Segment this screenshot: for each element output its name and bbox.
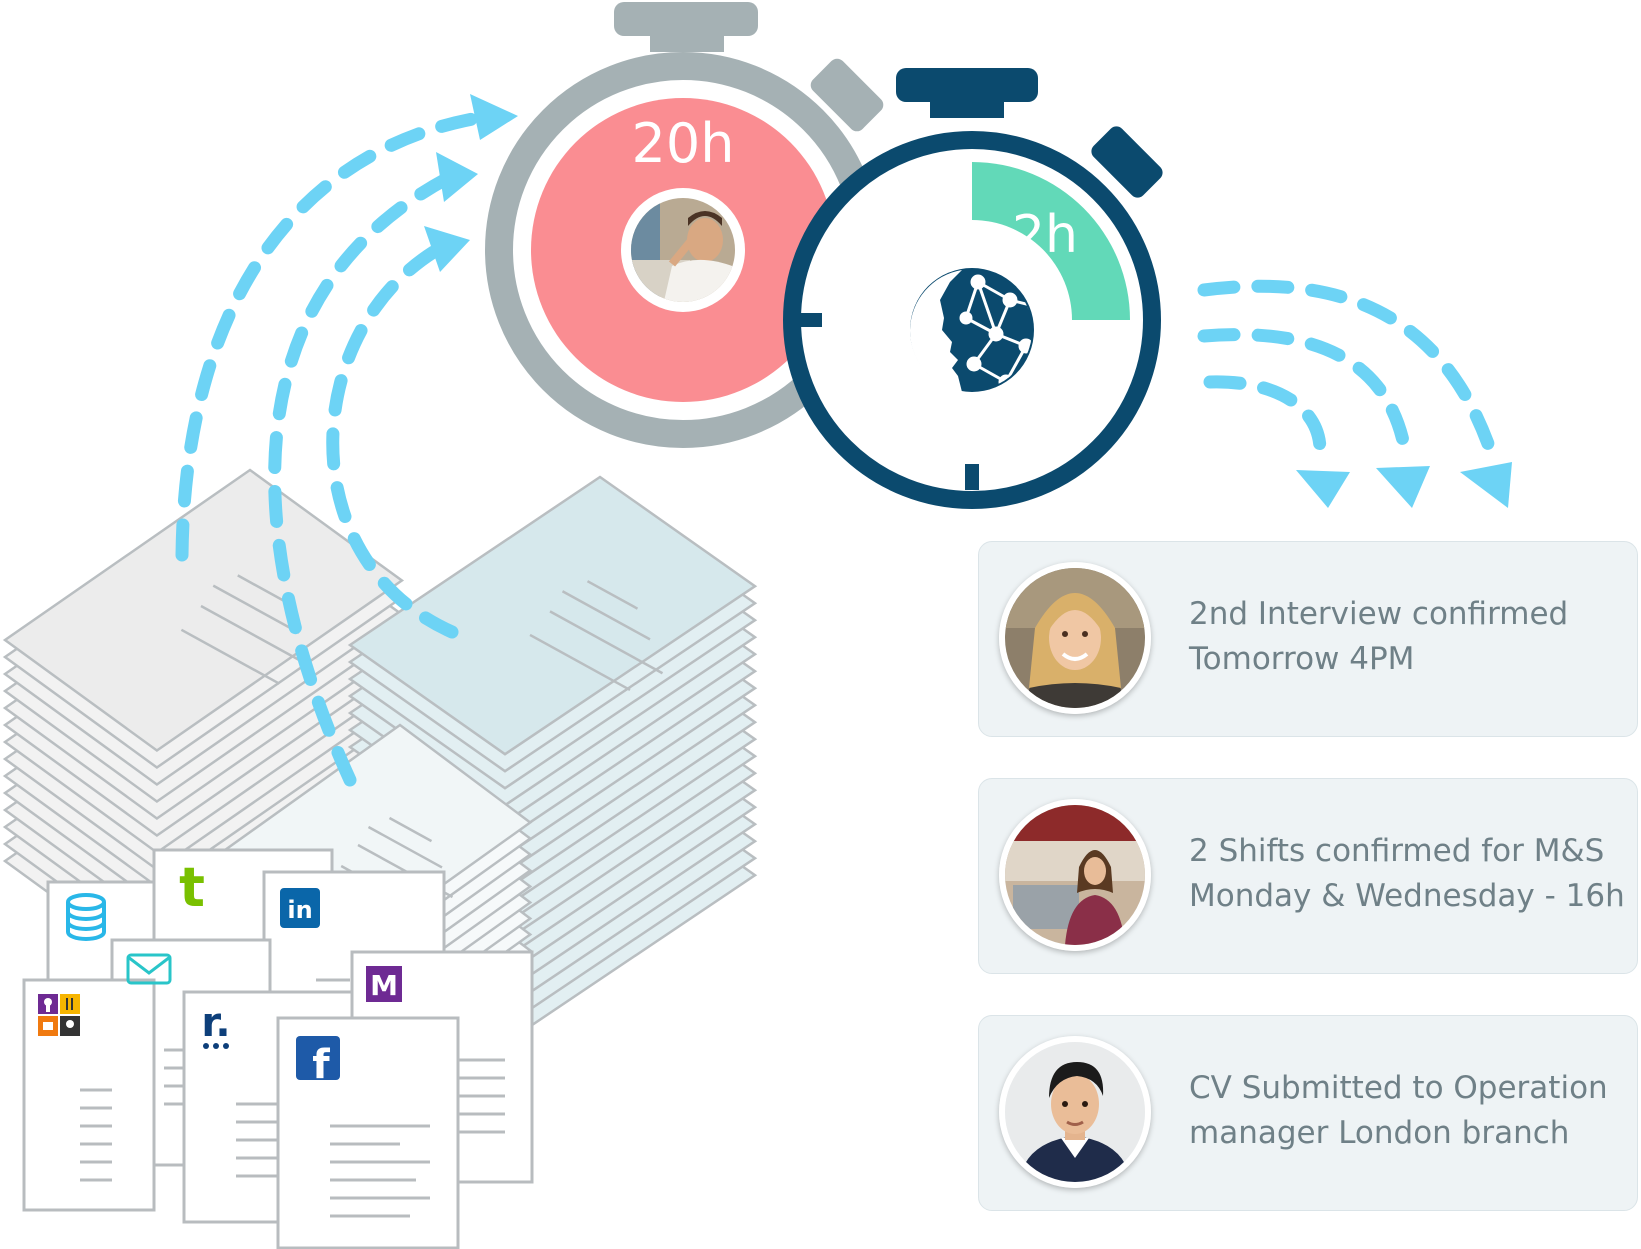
arrowhead-3 bbox=[424, 226, 470, 272]
card-message: 2nd Interview confirmed Tomorrow 4PM bbox=[1189, 592, 1629, 682]
ai-stopwatch: 2h bbox=[783, 68, 1163, 509]
manual-stopwatch-side-button bbox=[810, 58, 884, 132]
doc-jobsite bbox=[22, 978, 156, 1212]
document-text-lines bbox=[80, 978, 505, 1218]
svg-text:f: f bbox=[312, 1042, 330, 1088]
avatar bbox=[999, 1036, 1151, 1188]
outgoing-arrowheads bbox=[1296, 462, 1512, 508]
arrowhead-1 bbox=[470, 94, 518, 140]
out-arrowhead-1 bbox=[1460, 462, 1512, 508]
ai-tick-left bbox=[800, 313, 822, 327]
card-message: CV Submitted to Operation manager London… bbox=[1189, 1066, 1629, 1156]
svg-text:in: in bbox=[287, 896, 312, 924]
card-line-2: manager London branch bbox=[1189, 1115, 1570, 1151]
jobsite-grid-icon bbox=[38, 994, 80, 1036]
svg-text:M: M bbox=[370, 969, 398, 1002]
paper-text-line bbox=[180, 628, 281, 685]
paper-sheet bbox=[347, 475, 758, 756]
out-arrowhead-2 bbox=[1376, 466, 1430, 508]
ai-time-label: 2h bbox=[1012, 205, 1078, 265]
ai-stopwatch-side-button bbox=[1091, 126, 1163, 198]
paper-text-line bbox=[212, 584, 300, 634]
result-card-shifts: 2 Shifts confirmed for M&S Monday & Wedn… bbox=[978, 778, 1638, 974]
ai-stopwatch-stem bbox=[930, 96, 1004, 118]
paper-text-line bbox=[200, 604, 312, 668]
manual-time-label: 20h bbox=[632, 112, 735, 175]
incoming-arrow-2 bbox=[268, 171, 455, 787]
ai-brain-icon bbox=[909, 268, 1034, 392]
ai-stopwatch-top-button bbox=[896, 68, 1038, 102]
card-line-2: Tomorrow 4PM bbox=[1189, 641, 1415, 677]
outgoing-arrow-3 bbox=[1203, 375, 1327, 457]
paper-text-line bbox=[586, 580, 639, 610]
ai-tick-bottom bbox=[965, 464, 979, 490]
result-card-cv-submitted: CV Submitted to Operation manager London… bbox=[978, 1015, 1638, 1211]
incoming-arrows bbox=[175, 111, 485, 787]
email-icon bbox=[126, 953, 172, 985]
arrowhead-2 bbox=[436, 152, 478, 202]
avatar bbox=[999, 799, 1151, 951]
paper-text-line bbox=[367, 825, 443, 869]
linkedin-icon: in bbox=[280, 888, 320, 928]
doc-facebook bbox=[276, 1016, 460, 1249]
card-line-2: Monday & Wednesday - 16h bbox=[1189, 878, 1625, 914]
incoming-arrowheads bbox=[424, 94, 518, 272]
reed-icon: r. bbox=[201, 1000, 231, 1049]
paper-text-line bbox=[549, 610, 664, 675]
monster-icon: M bbox=[366, 966, 402, 1002]
paper-text-line bbox=[561, 590, 651, 641]
card-message: 2 Shifts confirmed for M&S Monday & Wedn… bbox=[1189, 829, 1629, 919]
manual-stopwatch: 20h bbox=[485, 2, 884, 448]
paper-sheet bbox=[2, 468, 405, 753]
manual-stopwatch-stem bbox=[650, 30, 724, 52]
paper-text-line bbox=[388, 816, 433, 843]
outgoing-arrow-1 bbox=[1197, 279, 1499, 462]
svg-text:r.: r. bbox=[201, 1000, 230, 1046]
card-line-1: 2 Shifts confirmed for M&S bbox=[1189, 833, 1605, 869]
out-arrowhead-3 bbox=[1296, 470, 1350, 508]
avatar bbox=[999, 562, 1151, 714]
card-line-1: CV Submitted to Operation bbox=[1189, 1070, 1608, 1106]
manual-stopwatch-top-button bbox=[614, 2, 758, 36]
paper-text-line bbox=[529, 633, 631, 692]
stressed-worker-photo bbox=[631, 198, 735, 302]
outgoing-arrows bbox=[1197, 279, 1499, 462]
incoming-arrow-3 bbox=[326, 241, 459, 639]
result-card-interview: 2nd Interview confirmed Tomorrow 4PM bbox=[978, 541, 1638, 737]
paper-text-line bbox=[237, 574, 288, 604]
facebook-icon: f bbox=[296, 1036, 340, 1088]
incoming-arrow-1 bbox=[175, 111, 485, 562]
card-line-1: 2nd Interview confirmed bbox=[1189, 596, 1569, 632]
outgoing-arrow-2 bbox=[1197, 328, 1412, 457]
twitter-icon: t bbox=[179, 856, 205, 919]
database-icon bbox=[66, 893, 106, 941]
